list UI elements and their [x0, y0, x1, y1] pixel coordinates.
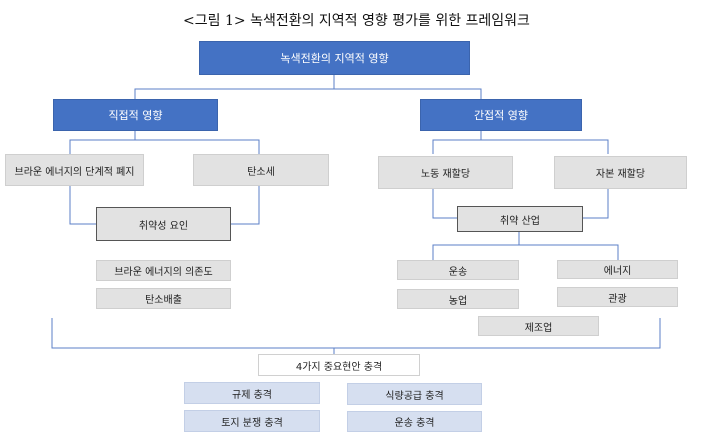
vulnerable-industry-node: 취약 산업 — [457, 206, 583, 232]
figure-caption: <그림 1> 녹색전환의 지역적 영향 평가를 위한 프레임워크 — [183, 13, 530, 29]
regulatory-shock-node: 규제 충격 — [184, 382, 320, 404]
carbon-tax-node: 탄소세 — [193, 154, 329, 186]
tourism-sector-node: 관광 — [557, 287, 678, 307]
industry-sectors-connector — [432, 244, 619, 260]
tax-to-vuln — [231, 186, 260, 225]
carbon-emission-node: 탄소배출 — [96, 288, 231, 309]
brown-energy-dependence-node: 브라운 에너지의 의존도 — [96, 260, 231, 281]
four-shocks-node: 4가지 중요현안 충격 — [258, 354, 420, 376]
vulnerability-factor-node: 취약성 요인 — [96, 207, 231, 241]
transport-sector-node: 운송 — [397, 260, 519, 280]
indirect-children-connector — [432, 139, 609, 154]
brown-energy-phaseout-node: 브라운 에너지의 단계적 폐지 — [5, 154, 144, 186]
capital-reallocation-node: 자본 재할당 — [554, 156, 687, 189]
labor-to-industry — [432, 189, 457, 219]
manufacturing-sector-node: 제조업 — [478, 316, 599, 336]
land-dispute-shock-node: 토지 분쟁 충격 — [184, 410, 320, 432]
indirect-impact-node: 간접적 영향 — [420, 99, 582, 131]
direct-children-connector — [69, 139, 260, 154]
brown-to-vuln — [69, 186, 96, 225]
transport-shock-node: 운송 충격 — [347, 411, 482, 432]
root-node: 녹색전환의 지역적 영향 — [199, 41, 470, 75]
direct-impact-node: 직접적 영향 — [53, 99, 218, 131]
labor-reallocation-node: 노동 재할당 — [378, 156, 513, 189]
bottom-bracket — [51, 318, 661, 349]
energy-sector-node: 에너지 — [557, 260, 678, 279]
capital-to-industry — [583, 189, 609, 219]
agriculture-sector-node: 농업 — [397, 289, 519, 309]
food-supply-shock-node: 식량공급 충격 — [347, 383, 482, 405]
